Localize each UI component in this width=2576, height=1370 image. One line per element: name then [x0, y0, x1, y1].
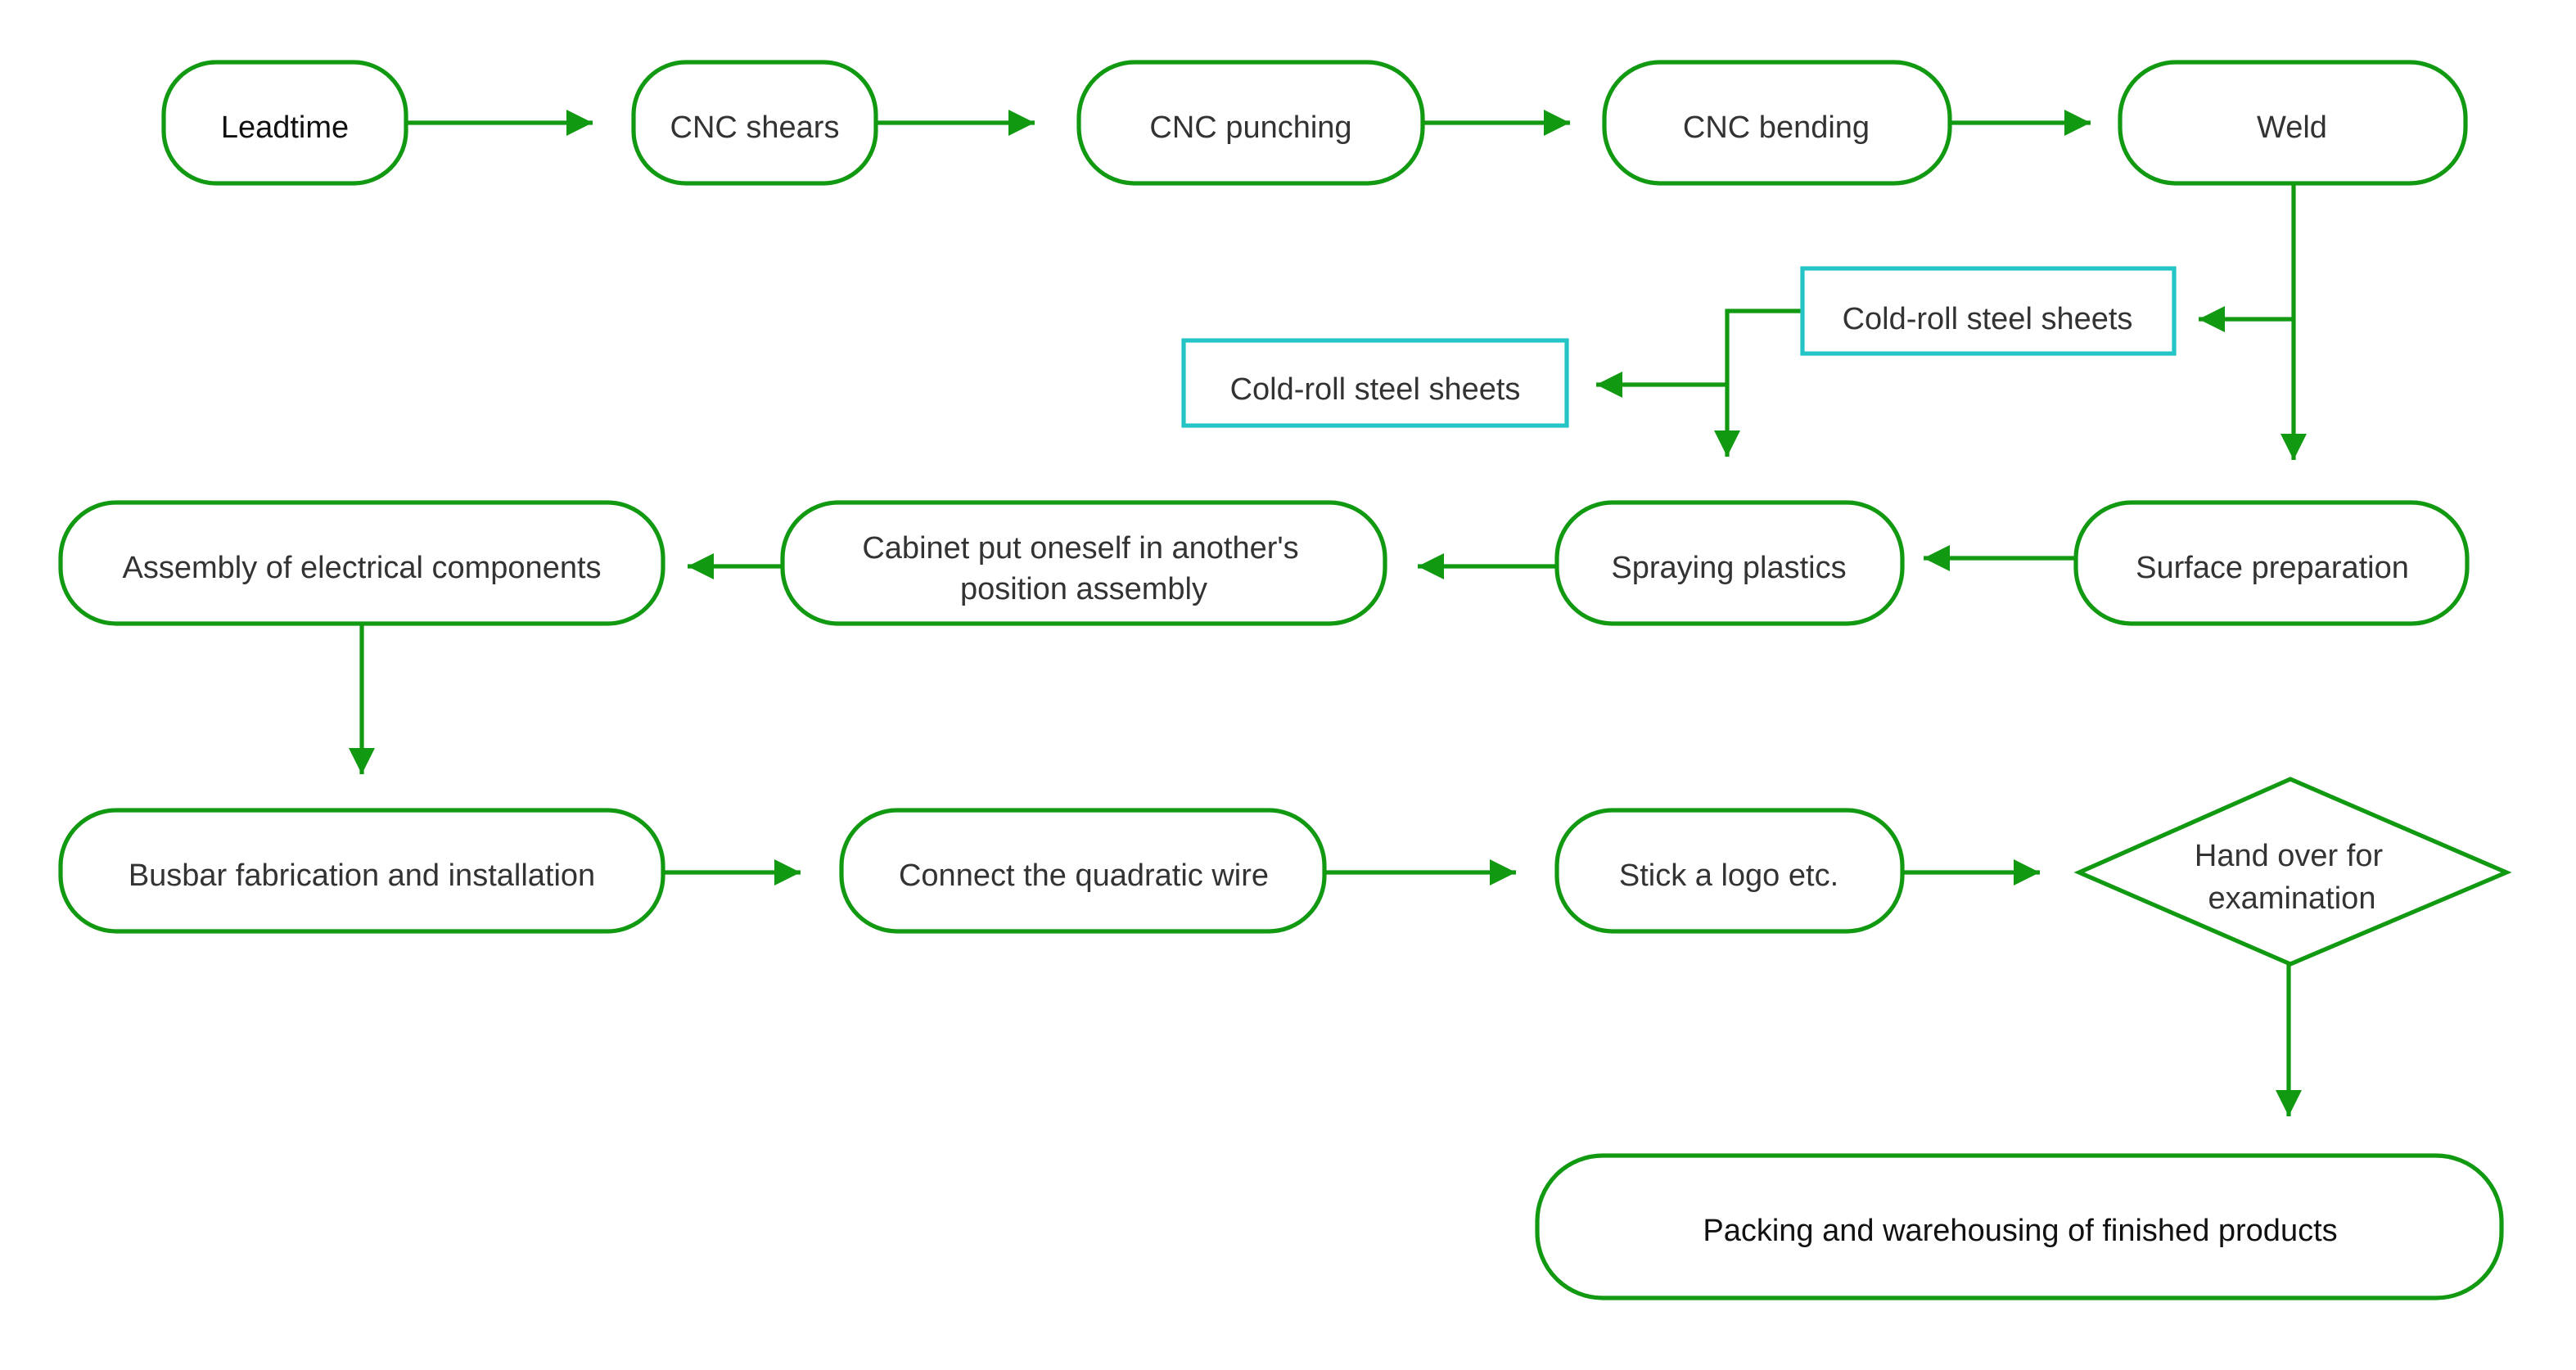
node-cnc-bending-label: CNC bending: [1683, 110, 1870, 145]
node-assembly-electrical-components[interactable]: Assembly of electrical components: [58, 500, 665, 626]
node-cabinet-assembly-label-line1: Cabinet put oneself in another's: [862, 531, 1298, 566]
node-stick-logo[interactable]: Stick a logo etc.: [1554, 808, 1905, 934]
node-connect-wire-shape: [839, 808, 1327, 934]
node-assembly-electrical-label: Assembly of electrical components: [122, 551, 601, 585]
node-packing-warehousing[interactable]: Packing and warehousing of finished prod…: [1535, 1153, 2504, 1300]
node-cold-roll-1-label: Cold-roll steel sheets: [1843, 302, 2133, 336]
node-weld-label: Weld: [2257, 110, 2327, 145]
edges: [349, 110, 2307, 1116]
node-cabinet-assembly-shape: [780, 500, 1387, 626]
node-cold-roll-2-shape: [1181, 338, 1569, 428]
node-busbar-shape: [58, 808, 665, 934]
node-cold-roll-2-label: Cold-roll steel sheets: [1230, 372, 1521, 407]
node-connect-wire-label: Connect the quadratic wire: [899, 859, 1269, 893]
node-cnc-shears-shape: [631, 60, 878, 186]
node-packing-label: Packing and warehousing of finished prod…: [1703, 1214, 2337, 1248]
node-cnc-bending[interactable]: CNC bending: [1602, 60, 1952, 186]
node-packing-shape: [1535, 1153, 2504, 1300]
node-hand-over-label-line2: examination: [2208, 881, 2376, 916]
node-surface-preparation[interactable]: Surface preparation: [2073, 500, 2470, 626]
node-spraying-plastics-label: Spraying plastics: [1611, 551, 1846, 585]
node-surface-preparation-shape: [2073, 500, 2470, 626]
node-hand-over-label-line1: Hand over for: [2195, 839, 2384, 873]
node-leadtime[interactable]: Leadtime: [161, 60, 408, 186]
node-stick-logo-shape: [1554, 808, 1905, 934]
node-hand-over-shape: [2073, 777, 2512, 967]
edge-cold-roll-to-spraying: [1714, 309, 1802, 457]
node-cold-roll-steel-sheets-1[interactable]: Cold-roll steel sheets: [1800, 266, 2177, 356]
node-busbar-label: Busbar fabrication and installation: [129, 859, 595, 893]
node-hand-over-examination[interactable]: Hand over for examination: [2073, 777, 2512, 967]
node-surface-preparation-label: Surface preparation: [2136, 551, 2409, 585]
node-weld-shape: [2118, 60, 2468, 186]
node-leadtime-shape: [161, 60, 408, 186]
node-busbar[interactable]: Busbar fabrication and installation: [58, 808, 665, 934]
node-cnc-punching-label: CNC punching: [1149, 110, 1351, 145]
node-assembly-electrical-shape: [58, 500, 665, 626]
node-cold-roll-steel-sheets-2[interactable]: Cold-roll steel sheets: [1181, 338, 1569, 428]
node-cold-roll-1-shape: [1800, 266, 2177, 356]
node-cnc-bending-shape: [1602, 60, 1952, 186]
node-leadtime-label: Leadtime: [221, 110, 349, 145]
node-spraying-plastics-shape: [1554, 500, 1905, 626]
node-cabinet-assembly-label-line2: position assembly: [960, 572, 1207, 606]
node-stick-logo-label: Stick a logo etc.: [1619, 859, 1838, 893]
node-cnc-punching-shape: [1076, 60, 1425, 186]
node-connect-quadratic-wire[interactable]: Connect the quadratic wire: [839, 808, 1327, 934]
node-cnc-punching[interactable]: CNC punching: [1076, 60, 1425, 186]
node-cnc-shears-label: CNC shears: [670, 110, 840, 145]
node-spraying-plastics[interactable]: Spraying plastics: [1554, 500, 1905, 626]
node-cnc-shears[interactable]: CNC shears: [631, 60, 878, 186]
node-weld[interactable]: Weld: [2118, 60, 2468, 186]
node-cabinet-assembly[interactable]: Cabinet put oneself in another's positio…: [780, 500, 1387, 626]
